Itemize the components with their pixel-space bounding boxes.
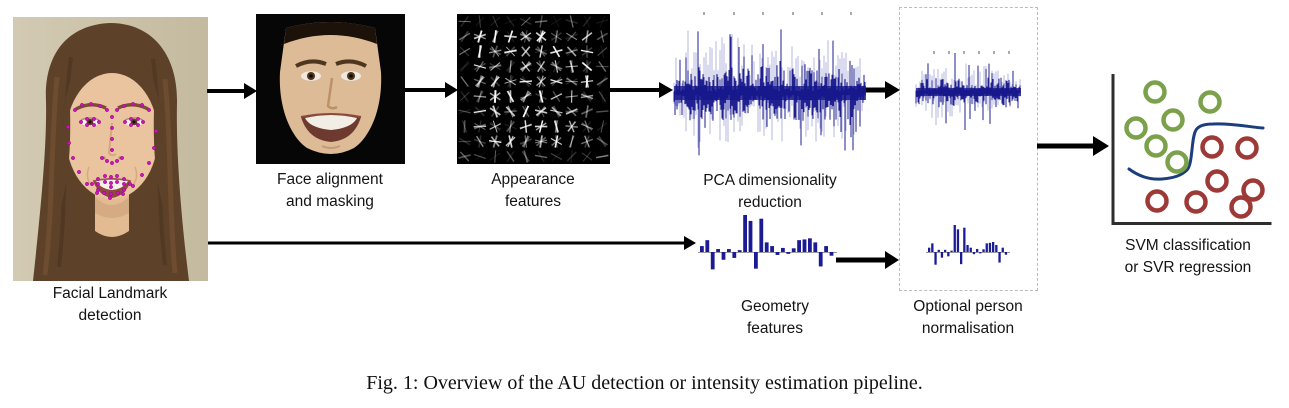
facial-landmark-label: Facial Landmark detection — [30, 283, 190, 327]
facial-landmark-label-line2: detection — [78, 307, 142, 324]
pca-label: PCA dimensionality reduction — [670, 170, 870, 214]
flow-arrow — [1037, 136, 1109, 156]
svm-label: SVM classification or SVR regression — [1088, 235, 1288, 279]
geometry-label: Geometry features — [695, 296, 855, 340]
normalisation-label-line1: Optional person — [913, 298, 1023, 315]
svm-label-line1: SVM classification — [1125, 237, 1251, 254]
geometry-bars-plot — [698, 215, 837, 270]
appearance-features-label: Appearance features — [453, 169, 613, 213]
svm-plot — [1111, 74, 1272, 225]
facial-landmark-label-line1: Facial Landmark — [52, 285, 168, 302]
flow-arrow — [207, 82, 257, 100]
pca-label-line1: PCA dimensionality — [703, 172, 837, 189]
geometry-label-line2: features — [746, 320, 803, 337]
normalised-signal-plot — [915, 51, 1021, 130]
aligned-face-image — [256, 14, 405, 164]
face-alignment-label-line2: and masking — [286, 193, 374, 210]
figure-caption: Fig. 1: Overview of the AU detection or … — [366, 372, 923, 394]
normalised-bars-plot — [926, 225, 1010, 265]
appearance-features-image — [457, 14, 610, 164]
normalisation-label: Optional person normalisation — [878, 296, 1058, 340]
face-alignment-label: Face alignment and masking — [250, 169, 410, 213]
flow-arrow — [208, 236, 696, 250]
landmark-dots — [66, 102, 158, 200]
face-alignment-label-line1: Face alignment — [277, 171, 383, 188]
flow-arrow — [610, 81, 673, 99]
pca-signal-plot — [673, 12, 866, 156]
normalisation-label-line2: normalisation — [921, 320, 1015, 337]
flow-arrow — [861, 80, 900, 100]
geometry-label-line1: Geometry — [740, 298, 810, 315]
flow-arrow — [405, 81, 458, 99]
svm-label-line2: or SVR regression — [1124, 259, 1252, 276]
pca-label-line2: reduction — [738, 194, 802, 211]
appearance-features-label-line2: features — [504, 193, 561, 210]
person-normalisation-box — [899, 7, 1038, 291]
appearance-features-label-line1: Appearance — [491, 171, 575, 188]
flow-arrow — [836, 251, 899, 269]
facial-landmark-photo — [13, 17, 208, 281]
